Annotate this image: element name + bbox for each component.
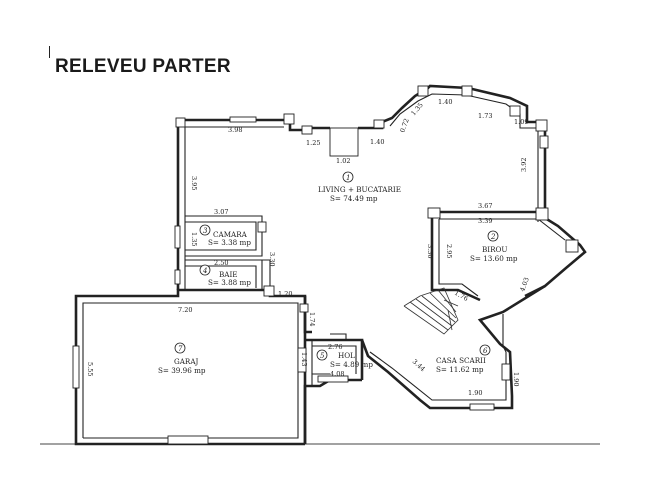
room-area: S= 3.38 mp (208, 238, 251, 247)
chimney-block (329, 127, 359, 157)
staircase (403, 287, 459, 335)
room-birou: 2 BIROU S= 13.60 mp (470, 230, 518, 263)
dim-367: 3.67 (478, 202, 492, 210)
dim-173: 1.73 (478, 112, 492, 120)
plan-title: RELEVEU PARTER (55, 56, 231, 77)
dim-250: 2.50 (214, 259, 228, 267)
dim-135b: 1.35 (190, 232, 198, 246)
dim-330b: 3.30 (426, 244, 434, 258)
room-garaj: 7 GARAJ S= 39.96 mp (158, 342, 206, 375)
room-casa-scarii: 6 CASA SCARII S= 11.62 mp (436, 344, 491, 374)
room-name: HOL (338, 351, 355, 360)
dim-143: 1.43 (300, 352, 308, 366)
dim-344: 3.44 (411, 358, 427, 374)
room-camara: 3 CAMARA S= 3.38 mp (199, 224, 251, 247)
dim-120: 1.20 (278, 290, 292, 298)
dim-109: 1.09 (514, 118, 528, 126)
dim-276: 2.76 (328, 343, 342, 351)
dim-174: 1.74 (308, 312, 316, 326)
room-name: BIROU (482, 245, 507, 254)
text-cursor-mark (49, 46, 50, 58)
dim-140b: 1.40 (438, 98, 452, 106)
room-name: BAIE (219, 270, 238, 279)
dim-720: 7.20 (178, 306, 192, 314)
dim-135: 1.35 (409, 101, 424, 117)
dim-307: 3.07 (214, 208, 228, 216)
dim-330: 3.30 (268, 252, 276, 266)
room-name: LIVING + BUCATARIE (318, 185, 401, 194)
dim-398: 3.98 (228, 126, 242, 134)
room-name: CASA SCARII (436, 356, 486, 365)
dim-392: 3.92 (520, 158, 528, 172)
room-number: 4 (202, 267, 207, 275)
room-name: GARAJ (174, 357, 199, 366)
room-baie: 4 BAIE S= 3.88 mp (199, 264, 251, 287)
dimension-labels: 3.98 1.25 1.02 1.40 0.72 1.35 1.40 1.73 … (86, 98, 531, 397)
room-area: S= 13.60 mp (470, 254, 518, 263)
room-hol: 5 HOL S= 4.89 mp (316, 349, 373, 369)
dim-395: 3.95 (190, 176, 198, 190)
dim-140a: 1.40 (370, 138, 384, 146)
room-name: CAMARA (213, 230, 248, 239)
room-number: 6 (483, 347, 488, 355)
dim-125: 1.25 (306, 139, 320, 147)
dim-555: 5.55 (86, 362, 94, 376)
room-area: S= 11.62 mp (436, 365, 484, 374)
dim-176: 1.76 (453, 289, 470, 303)
room-number: 7 (178, 345, 183, 353)
dim-295: 2.95 (445, 244, 453, 258)
room-number: 1 (346, 174, 350, 182)
dim-190a: 1.90 (468, 389, 482, 397)
room-area: S= 39.96 mp (158, 366, 206, 375)
dim-102: 1.02 (336, 157, 350, 165)
room-area: S= 4.89 mp (330, 360, 373, 369)
dim-408: 4.08 (330, 370, 344, 378)
dim-190b: 1.90 (512, 372, 520, 386)
room-living-bucatarie: 1 LIVING + BUCATARIE S= 74.49 mp (318, 171, 401, 203)
dim-339: 3.39 (478, 217, 492, 225)
dim-072: 0.72 (398, 117, 410, 133)
room-number: 5 (320, 352, 325, 360)
windows (72, 85, 579, 445)
room-area: S= 3.88 mp (208, 278, 251, 287)
room-number: 3 (203, 227, 208, 235)
dim-403: 4.03 (518, 276, 530, 292)
room-number: 2 (490, 233, 496, 241)
room-area: S= 74.49 mp (330, 194, 378, 203)
